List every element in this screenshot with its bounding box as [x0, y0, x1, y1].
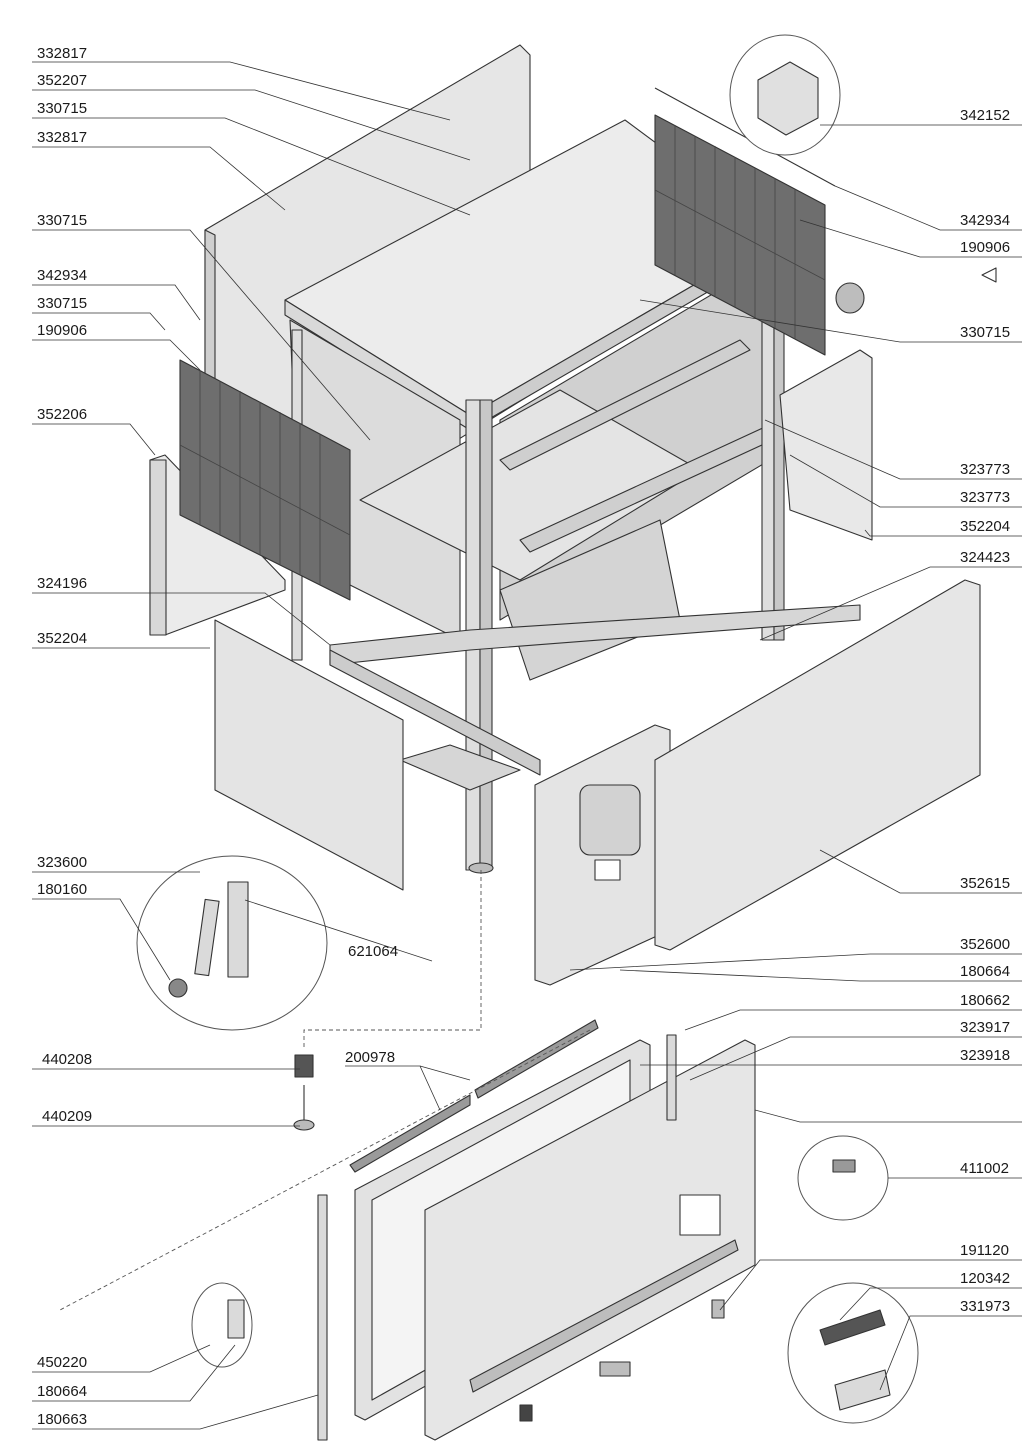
- right-side-panel: [779, 349, 873, 541]
- detail-circle-latch: [787, 1282, 919, 1424]
- label-352600: 352600: [960, 936, 1010, 953]
- label-332817-a: 332817: [37, 45, 87, 62]
- label-440208: 440208: [42, 1051, 92, 1068]
- label-180663: 180663: [37, 1411, 87, 1428]
- label-342934-b: 342934: [960, 212, 1010, 229]
- label-621064: 621064: [348, 943, 398, 960]
- assembly-drawing: [59, 34, 997, 1441]
- label-190906-a: 190906: [37, 322, 87, 339]
- label-323600: 323600: [37, 854, 87, 871]
- part-labels: 332817 352207 330715 332817 330715 34293…: [37, 45, 1010, 1428]
- hinge-rod-right: [666, 1034, 677, 1121]
- label-323917: 323917: [960, 1019, 1010, 1036]
- detail-circle-hinge-bracket: [729, 34, 841, 156]
- label-330715-d: 330715: [960, 324, 1010, 341]
- foot-nut: [294, 1054, 314, 1078]
- label-191120: 191120: [960, 1242, 1009, 1259]
- label-323773-a: 323773: [960, 461, 1010, 478]
- label-352204-a: 352204: [37, 630, 87, 647]
- front-door: [424, 1039, 756, 1441]
- label-200978: 200978: [345, 1049, 395, 1066]
- label-352204-b: 352204: [960, 518, 1010, 535]
- front-right-panel: [654, 579, 981, 951]
- label-352206: 352206: [37, 406, 87, 423]
- label-330715-a: 330715: [37, 100, 87, 117]
- knob: [835, 282, 865, 314]
- label-324196: 324196: [37, 575, 87, 592]
- front-left-panel: [214, 619, 404, 891]
- foot-base: [293, 1119, 315, 1131]
- insulation-panel-left: [179, 359, 351, 601]
- label-180664-b: 180664: [960, 963, 1010, 980]
- detail-circle-lock: [797, 1135, 889, 1221]
- label-324423: 324423: [960, 549, 1010, 566]
- label-352615: 352615: [960, 875, 1010, 892]
- label-330715-c: 330715: [37, 295, 87, 312]
- hinge-rod-left: [317, 1194, 328, 1441]
- leader-lines: [32, 61, 1022, 1430]
- label-190906-b: 190906: [960, 239, 1010, 256]
- label-180664-a: 180664: [37, 1383, 87, 1400]
- label-411002: 411002: [960, 1160, 1009, 1177]
- label-342152: 342152: [960, 107, 1010, 124]
- label-323773-b: 323773: [960, 489, 1010, 506]
- detail-circle-hinge: [136, 855, 328, 1031]
- label-332817-b: 332817: [37, 129, 87, 146]
- label-352207: 352207: [37, 72, 87, 89]
- label-120342: 120342: [960, 1270, 1010, 1287]
- direction-arrow: [981, 267, 997, 283]
- label-342934-a: 342934: [37, 267, 87, 284]
- label-450220: 450220: [37, 1354, 87, 1371]
- label-180160: 180160: [37, 881, 87, 898]
- label-180662: 180662: [960, 992, 1010, 1009]
- detail-circle-hinge-pin: [191, 1282, 253, 1368]
- label-440209: 440209: [42, 1108, 92, 1125]
- label-330715-b: 330715: [37, 212, 87, 229]
- label-331973: 331973: [960, 1298, 1010, 1315]
- label-323918: 323918: [960, 1047, 1010, 1064]
